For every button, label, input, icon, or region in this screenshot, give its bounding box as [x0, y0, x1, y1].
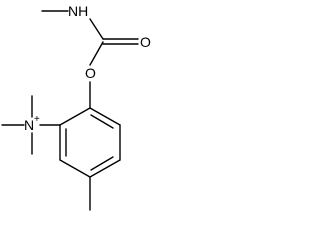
atom-carbonyl-o-label: O [140, 34, 151, 50]
ring-bond-4 [89, 159, 121, 178]
ring-inner-bond-2 [90, 156, 114, 171]
ammonium-charge-label: + [34, 114, 40, 125]
ring-inner-bond-1 [90, 114, 114, 129]
bond-nh-carbonyl [89, 18, 104, 40]
ring-bond-1 [59, 107, 91, 126]
molecule-structure: NH O O N + [1, 3, 151, 211]
atom-ammonium-n-label: N [24, 117, 34, 133]
ring-bond-6 [89, 107, 121, 126]
atom-nh-label: NH [68, 3, 88, 19]
atom-ester-o-label: O [85, 65, 96, 81]
bond-carbonyl-ester-o [89, 41, 104, 66]
ring-bond-3 [59, 159, 91, 178]
